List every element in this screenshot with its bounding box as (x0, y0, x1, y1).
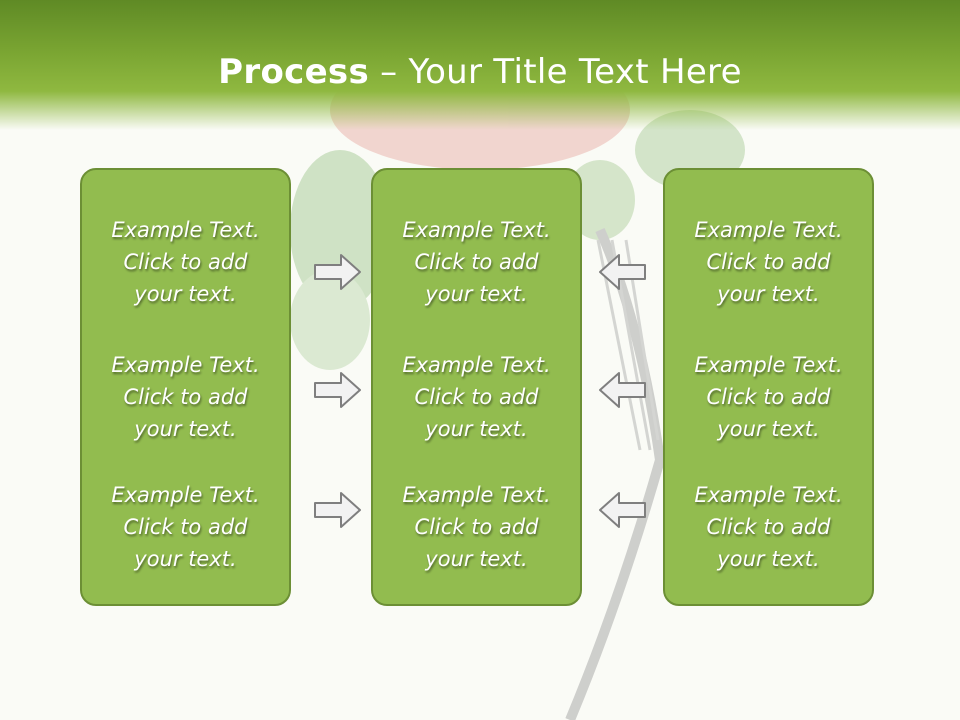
text-cell[interactable]: Example Text. Click to add your text. (373, 479, 580, 575)
arrow-right-icon[interactable] (313, 490, 363, 530)
lettuce-mid-shape (565, 160, 635, 240)
text-cell[interactable]: Example Text. Click to add your text. (665, 349, 872, 445)
arrow-left-icon[interactable] (597, 370, 647, 410)
arrow-right-icon[interactable] (313, 252, 363, 292)
cell-line: your text. (717, 547, 820, 571)
text-cell[interactable]: Example Text. Click to add your text. (373, 214, 580, 310)
cell-line: Click to add (706, 515, 831, 539)
cell-line: Example Text. (111, 353, 260, 377)
cell-line: Click to add (414, 250, 539, 274)
cell-line: Example Text. (402, 218, 551, 242)
text-cell[interactable]: Example Text. Click to add your text. (82, 349, 289, 445)
text-cell[interactable]: Example Text. Click to add your text. (665, 214, 872, 310)
text-cell[interactable]: Example Text. Click to add your text. (665, 479, 872, 575)
cell-line: Click to add (414, 385, 539, 409)
cell-line: Click to add (706, 250, 831, 274)
process-box-center[interactable]: Example Text. Click to add your text. Ex… (371, 168, 582, 606)
cell-line: Example Text. (694, 483, 843, 507)
text-cell[interactable]: Example Text. Click to add your text. (373, 349, 580, 445)
cell-line: Example Text. (694, 353, 843, 377)
cell-line: your text. (717, 417, 820, 441)
arrow-right-icon[interactable] (313, 370, 363, 410)
cell-line: your text. (134, 417, 237, 441)
cell-line: Click to add (123, 250, 248, 274)
title-bold: Process (218, 52, 370, 92)
process-box-right[interactable]: Example Text. Click to add your text. Ex… (663, 168, 874, 606)
cell-line: your text. (425, 282, 528, 306)
cell-line: Example Text. (111, 483, 260, 507)
process-box-left[interactable]: Example Text. Click to add your text. Ex… (80, 168, 291, 606)
title-banner (0, 0, 960, 130)
cell-line: your text. (425, 547, 528, 571)
text-cell[interactable]: Example Text. Click to add your text. (82, 214, 289, 310)
cell-line: your text. (134, 547, 237, 571)
cell-line: Example Text. (402, 483, 551, 507)
cell-line: Click to add (414, 515, 539, 539)
title-rest: – Your Title Text Here (369, 52, 742, 92)
cell-line: Click to add (123, 515, 248, 539)
cell-line: your text. (134, 282, 237, 306)
cell-line: your text. (425, 417, 528, 441)
cell-line: Click to add (706, 385, 831, 409)
slide-title[interactable]: Process – Your Title Text Here (0, 52, 960, 92)
cell-line: Example Text. (111, 218, 260, 242)
cell-line: Example Text. (694, 218, 843, 242)
cell-line: Click to add (123, 385, 248, 409)
cell-line: Example Text. (402, 353, 551, 377)
fork-handle-shape (565, 227, 666, 720)
arrow-left-icon[interactable] (597, 490, 647, 530)
cell-line: your text. (717, 282, 820, 306)
lettuce-left-lower-shape (290, 270, 370, 370)
text-cell[interactable]: Example Text. Click to add your text. (82, 479, 289, 575)
arrow-left-icon[interactable] (597, 252, 647, 292)
